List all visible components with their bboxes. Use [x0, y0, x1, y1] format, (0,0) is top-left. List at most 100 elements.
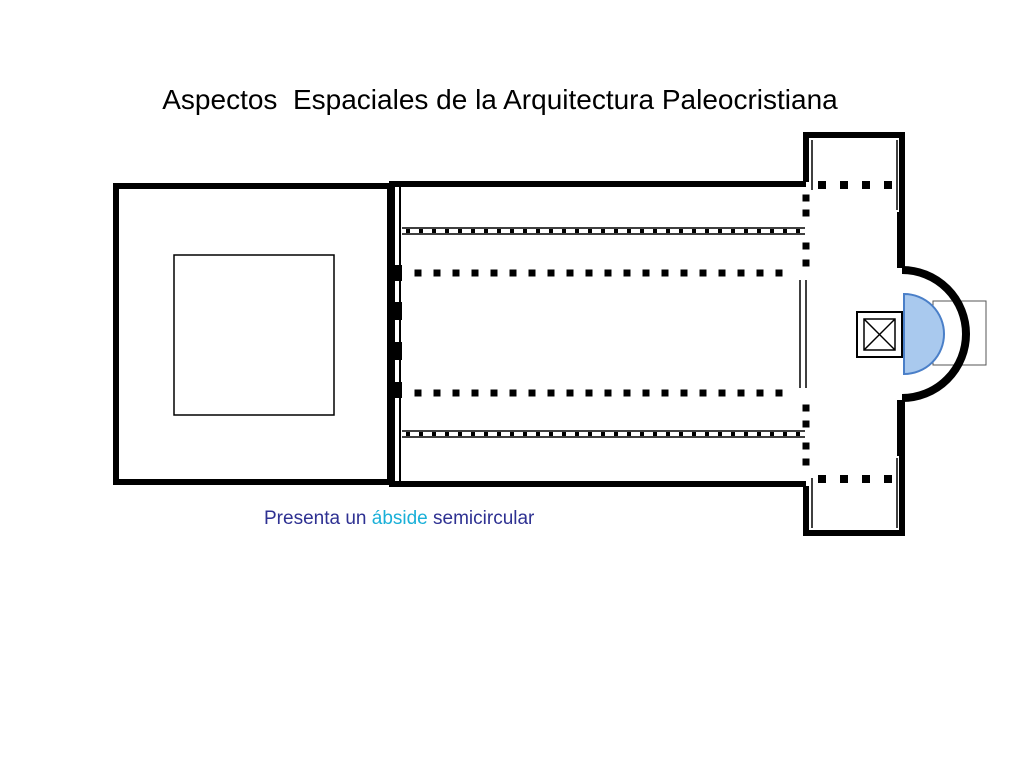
atrium — [113, 183, 393, 485]
atrium-courtyard — [173, 254, 335, 416]
outer-column — [640, 229, 644, 233]
nave-column — [775, 389, 783, 397]
apse — [901, 266, 987, 402]
nave-column — [566, 269, 574, 277]
caption-highlight: ábside — [371, 508, 428, 529]
transept-column — [802, 242, 810, 250]
outer-column — [692, 229, 696, 233]
outer-column — [458, 432, 462, 436]
nave-column — [775, 269, 783, 277]
outer-column — [471, 229, 475, 233]
nave-column — [756, 269, 764, 277]
outer-column — [627, 432, 631, 436]
outer-column — [432, 432, 436, 436]
outer-column — [406, 432, 410, 436]
transept-column — [802, 420, 810, 428]
outer-column — [796, 229, 800, 233]
outer-column — [497, 432, 501, 436]
outer-column — [679, 432, 683, 436]
nave-column — [623, 269, 631, 277]
nave-column — [509, 389, 517, 397]
outer-column — [419, 229, 423, 233]
nave-column — [528, 389, 536, 397]
nave-column — [566, 389, 574, 397]
nave-column — [756, 389, 764, 397]
transept-column — [802, 442, 810, 450]
nave-column — [718, 269, 726, 277]
outer-column — [731, 229, 735, 233]
nave-column — [547, 269, 555, 277]
outer-column — [601, 432, 605, 436]
nave-column — [623, 389, 631, 397]
outer-column — [575, 432, 579, 436]
outer-column — [757, 432, 761, 436]
outer-column — [627, 229, 631, 233]
outer-column — [718, 432, 722, 436]
outer-column — [705, 432, 709, 436]
nave-column — [452, 389, 460, 397]
nave-column — [737, 389, 745, 397]
outer-column — [692, 432, 696, 436]
outer-column — [406, 229, 410, 233]
nave-colonnades — [414, 269, 783, 397]
outer-column — [614, 432, 618, 436]
nave-column — [452, 269, 460, 277]
nave-column — [471, 269, 479, 277]
nave-column — [642, 389, 650, 397]
nave-column — [737, 269, 745, 277]
outer-column — [445, 229, 449, 233]
nave-column — [490, 389, 498, 397]
caption-after: semicircular — [427, 508, 535, 529]
outer-colonnades — [402, 227, 805, 438]
outer-column — [497, 229, 501, 233]
outer-column — [562, 229, 566, 233]
apse-caption: Presenta un ábside semicircular — [264, 508, 534, 530]
nave-column — [680, 269, 688, 277]
nave-column — [585, 269, 593, 277]
nave-column — [699, 269, 707, 277]
outer-column — [536, 432, 540, 436]
outer-column — [770, 432, 774, 436]
outer-column — [757, 229, 761, 233]
outer-column — [510, 432, 514, 436]
nave-column — [661, 269, 669, 277]
nave-column — [680, 389, 688, 397]
nave-column — [490, 269, 498, 277]
caption-before: Presenta un — [264, 508, 372, 529]
outer-column — [731, 432, 735, 436]
outer-column — [471, 432, 475, 436]
outer-column — [666, 432, 670, 436]
outer-column — [783, 432, 787, 436]
outer-column — [601, 229, 605, 233]
outer-column — [458, 229, 462, 233]
outer-column — [588, 432, 592, 436]
outer-column — [419, 432, 423, 436]
nave-column — [509, 269, 517, 277]
outer-column — [484, 432, 488, 436]
outer-column — [523, 229, 527, 233]
transept-column — [802, 404, 810, 412]
nave-column — [604, 269, 612, 277]
outer-column — [770, 229, 774, 233]
triumphal-arch — [799, 194, 810, 466]
basilica-walls — [389, 181, 806, 487]
outer-column — [523, 432, 527, 436]
outer-column — [575, 229, 579, 233]
nave-column — [718, 389, 726, 397]
outer-column — [549, 229, 553, 233]
transept-column — [802, 194, 810, 202]
nave-column — [642, 269, 650, 277]
nave-column — [604, 389, 612, 397]
nave-column — [414, 269, 422, 277]
outer-column — [536, 229, 540, 233]
nave-column — [528, 269, 536, 277]
outer-column — [588, 229, 592, 233]
outer-column — [783, 229, 787, 233]
nave-column — [471, 389, 479, 397]
nave-column — [699, 389, 707, 397]
outer-column — [718, 229, 722, 233]
outer-column — [484, 229, 488, 233]
nave-column — [661, 389, 669, 397]
outer-column — [653, 229, 657, 233]
